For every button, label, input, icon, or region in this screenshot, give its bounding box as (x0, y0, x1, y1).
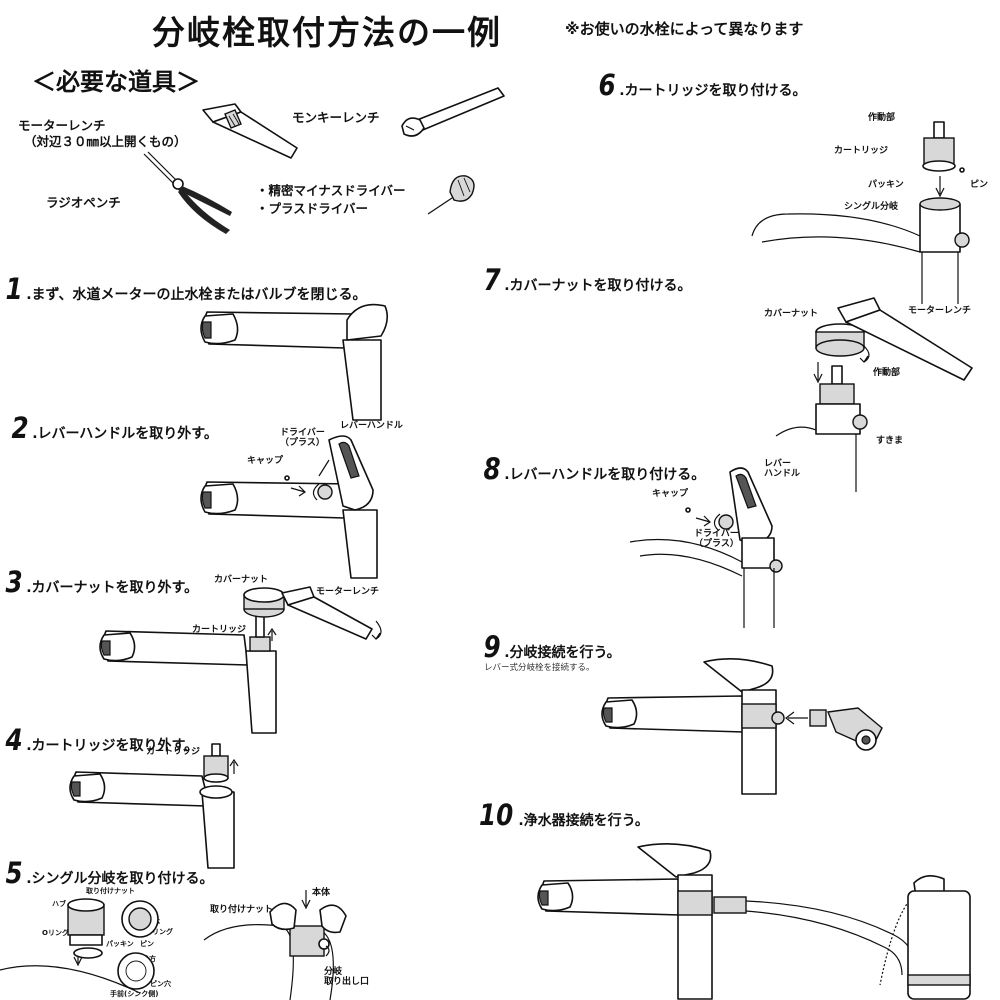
motor-wrench-icon (202, 103, 298, 159)
step-4-text: .カートリッジを取り外す。 (26, 738, 199, 754)
step-3-text: .カバーナットを取り外す。 (26, 580, 199, 596)
step-6-motor-wrench-label: モーターレンチ (908, 306, 972, 316)
step-5-fitting-nut2-label: 取り付けナット (210, 905, 274, 915)
step-6: 6 .カートリッジを取り付ける。 (597, 68, 807, 102)
monkey-wrench-label: モンキーレンチ (292, 110, 380, 125)
step-1-number: 1 (5, 272, 23, 306)
step-3-number: 3 (5, 565, 23, 599)
step-5-text: .シングル分岐を取り付ける。 (26, 871, 214, 887)
step-5-front-label: 手前(シンク側) (110, 990, 159, 998)
radio-pliers-icon (143, 151, 232, 234)
step-8-driver-label: ドライバー （プラス） (694, 529, 739, 550)
step-5-packing-label: パッキン (106, 940, 134, 948)
step-10-text: .浄水器接続を行う。 (518, 813, 649, 829)
step-5-body2-label: 本体 (312, 888, 331, 898)
step-8-number: 8 (483, 452, 501, 486)
step-6-cartridge-label: カートリッジ (834, 146, 889, 156)
step-10: 10 .浄水器接続を行う。 (476, 798, 649, 832)
step-2-number: 2 (11, 411, 29, 445)
branch-connect-icon (601, 658, 883, 795)
step-6-action-label: 作動部 (868, 113, 896, 123)
plus-driver-label: ・プラスドライバー (256, 201, 369, 216)
step-9-text: .分岐接続を行う。 (504, 645, 621, 661)
step-8-cap-label: キャップ (652, 489, 689, 499)
step-9: 9 .分岐接続を行う。 (482, 630, 621, 664)
precision-driver-label: ・精密マイナスドライバー (256, 183, 406, 198)
step-7-action-label: 作動部 (873, 368, 901, 378)
faucet-lever-removal-icon (200, 435, 378, 579)
step-3-cover-nut-label: カバーナット (214, 575, 269, 585)
step-2-text: .レバーハンドルを取り外す。 (32, 426, 218, 442)
step-2-cap-label: キャップ (247, 456, 284, 466)
step-6-packing-label: パッキン (868, 180, 904, 190)
step-6-text: .カートリッジを取り付ける。 (619, 83, 807, 99)
step-4: 4 .カートリッジを取り外す。 (4, 723, 199, 757)
page-title: 分岐栓取付方法の一例 (152, 13, 502, 52)
motor-wrench-label: モーターレンチ (18, 118, 106, 133)
cartridge-install-icon (751, 121, 970, 304)
step-5-o-ring-label: Oリング (42, 929, 69, 937)
step-3-cartridge-label: カートリッジ (192, 625, 247, 635)
step-8-lever-label: レバー ハンドル (764, 459, 801, 480)
step-8-text: .レバーハンドルを取り付ける。 (504, 467, 706, 483)
motor-wrench-note: （対辺３０㎜以上開くもの） (24, 134, 187, 149)
step-3-motor-wrench-label: モーターレンチ (316, 587, 380, 597)
step-1: 1 .まず、水道メーターの止水栓またはバルブを閉じる。 (4, 272, 367, 306)
step-10-number: 10 (479, 798, 514, 832)
cover-nut-install-icon (775, 297, 973, 492)
step-1-text: .まず、水道メーターの止水栓またはバルブを閉じる。 (26, 287, 367, 303)
single-branch-parts-icon (0, 898, 159, 994)
step-7-gap-label: すきま (876, 436, 904, 446)
step-7-text: .カバーナットを取り付ける。 (504, 278, 692, 294)
step-2-lever-label: レバーハンドル (340, 421, 403, 431)
step-7: 7 .カバーナットを取り付ける。 (482, 263, 692, 297)
faucet-closed-icon (200, 303, 389, 421)
single-branch-install-icon (203, 890, 347, 1000)
radio-pliers-label: ラジオペンチ (46, 195, 121, 210)
step-5: 5 .シングル分岐を取り付ける。 (4, 856, 214, 890)
step-7-cover-nut-label: カバーナット (764, 309, 819, 319)
step-7-number: 7 (483, 263, 501, 297)
lever-install-icon (629, 467, 783, 628)
step-4-cartridge-label: カートリッジ (146, 747, 201, 757)
step-5-number: 5 (5, 856, 23, 890)
header-note: ※お使いの水栓によって異なります (565, 20, 804, 38)
step-5-pin-hole-label: ピン穴 (150, 980, 171, 988)
step-2: 2 .レバーハンドルを取り外す。 (10, 411, 218, 445)
step-8: 8 .レバーハンドルを取り付ける。 (482, 452, 706, 486)
step-5-pin-label: ピン (140, 940, 154, 948)
screwdriver-icon (427, 175, 475, 215)
step-6-pin-label: ピン (970, 180, 989, 190)
step-5-o-ring2-label: Oリング (146, 928, 173, 936)
step-6-single-branch-label: シングル分岐 (844, 202, 899, 212)
faucet-cover-nut-removal-icon (99, 586, 382, 734)
step-6-number: 6 (598, 68, 616, 102)
step-5-hub-label: ハブ (52, 900, 66, 908)
step-9-sub: レバー式分岐栓を接続する。 (484, 663, 595, 673)
step-4-number: 4 (5, 723, 23, 757)
faucet-cartridge-removal-icon (69, 743, 239, 869)
monkey-wrench-icon (401, 87, 505, 137)
step-3: 3 .カバーナットを取り外す。 (4, 565, 199, 599)
tools-heading: ＜必要な道具＞ (32, 68, 200, 96)
step-2-driver-label: ドライバー （プラス） (280, 428, 325, 449)
water-purifier-connect-icon (537, 843, 971, 1000)
step-5-fitting-nut-label: 取り付けナット (86, 887, 135, 895)
step-9-number: 9 (483, 630, 501, 664)
